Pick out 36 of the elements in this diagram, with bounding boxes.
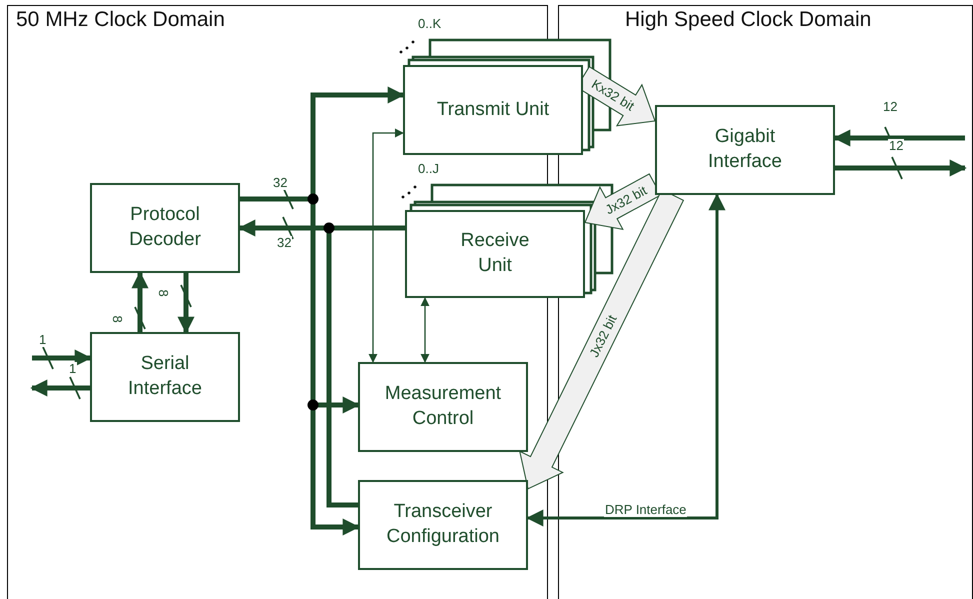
block-label: Receive Unit	[460, 229, 530, 278]
arrow	[132, 271, 148, 332]
block-label: Gigabit Interface	[707, 125, 783, 174]
block-label: Protocol Decoder	[128, 203, 202, 252]
edge-label: DRP Interface	[604, 503, 688, 518]
edge-label: 1	[38, 333, 48, 348]
edge-label: 32	[276, 236, 292, 250]
edge-label: Kx32 bit	[590, 78, 637, 114]
panel-title: High Speed Clock Domain	[625, 8, 872, 32]
block-box	[358, 362, 528, 452]
clock-domain-panel	[7, 5, 548, 599]
block-box	[90, 332, 240, 422]
clock-domain-panel	[558, 5, 973, 599]
instance-range-label: 0..J	[418, 162, 439, 176]
block-label: Transceiver Configuration	[385, 500, 501, 549]
block-box	[358, 480, 528, 570]
edge-label: Jx32 bit	[602, 184, 648, 217]
arrow	[835, 160, 967, 176]
block-box	[655, 105, 835, 195]
arrow	[833, 130, 965, 146]
block-box	[405, 210, 585, 298]
block-box	[90, 183, 240, 273]
arrow	[526, 193, 726, 526]
instance-range-label: 0..K	[418, 17, 442, 32]
block-label: Measurement Control	[384, 382, 502, 431]
arrow	[30, 380, 90, 396]
panel-title: 50 MHz Clock Domain	[16, 8, 225, 32]
block-box	[403, 65, 583, 155]
block-label: Serial Interface	[127, 352, 203, 401]
edge-label: Jx32 bit	[587, 313, 619, 359]
edge-label: 32	[272, 176, 288, 190]
arrow	[420, 297, 430, 363]
arrow	[178, 273, 194, 334]
block-label: Transmit Unit	[436, 98, 550, 122]
arrow	[32, 350, 92, 366]
arrow	[368, 128, 404, 363]
